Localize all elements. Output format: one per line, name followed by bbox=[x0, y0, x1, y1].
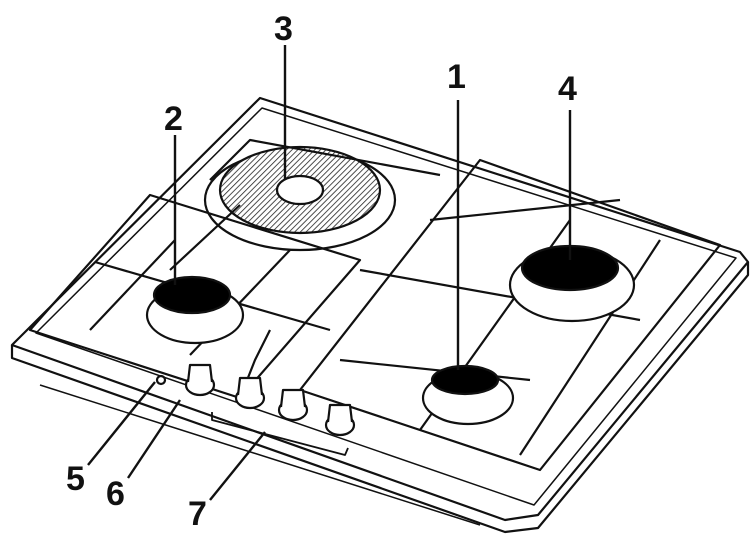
control-knob bbox=[324, 403, 356, 437]
callout-2: 2 bbox=[164, 100, 183, 138]
callout-3: 3 bbox=[274, 10, 293, 48]
control-knob bbox=[277, 388, 309, 422]
leader-line-5 bbox=[87, 381, 156, 466]
hob-body bbox=[10, 96, 750, 534]
leader-line-7 bbox=[209, 431, 266, 501]
gas-burner-small-right bbox=[421, 364, 515, 426]
callout-4: 4 bbox=[558, 70, 577, 108]
controls-bracket bbox=[211, 412, 349, 456]
callout-1: 1 bbox=[447, 58, 466, 96]
callout-6: 6 bbox=[106, 475, 125, 513]
callout-7: 7 bbox=[188, 495, 207, 533]
control-knob bbox=[184, 363, 216, 397]
leader-line-6 bbox=[127, 399, 181, 479]
control-knob bbox=[234, 376, 266, 410]
electric-hotplate bbox=[203, 138, 441, 252]
gas-burner-small-left bbox=[145, 275, 245, 345]
indicator-light bbox=[155, 374, 167, 386]
callout-5: 5 bbox=[66, 460, 85, 498]
